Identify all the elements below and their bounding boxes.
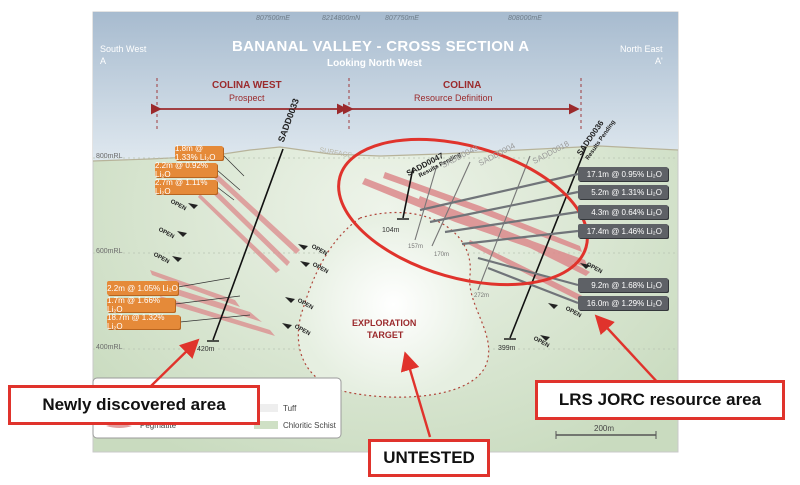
page-subtitle: Looking North West	[327, 58, 422, 69]
legend-pegmatite-label: Pegmatite	[140, 421, 177, 430]
scale-bar	[555, 431, 657, 439]
depth-label: 399m	[498, 345, 516, 352]
exploration-target-line2: TARGET	[367, 330, 404, 340]
legend-schist-swatch	[254, 421, 278, 429]
exploration-target-zone	[297, 211, 490, 398]
rl-label-600: 600mRL	[96, 248, 123, 255]
legend-tuff-label: Tuff	[283, 404, 297, 413]
pegmatite-west	[150, 172, 300, 336]
callout-untested-text: UNTESTED	[383, 448, 475, 467]
depth-label: 157m	[408, 244, 424, 250]
depth-label: 104m	[382, 227, 400, 234]
intercept-west: 18.7m @ 1.32% Li₂O	[107, 313, 180, 331]
callout-arrows	[149, 314, 661, 438]
east-ray-lines	[419, 172, 579, 305]
intercept-west: 1.8m @ 1.33% Li₂O	[175, 144, 223, 162]
intercept-east: 17.4m @ 1.46% Li₂O	[578, 224, 668, 238]
callout-newly-text: Newly discovered area	[42, 395, 226, 414]
callout-lrs-text: LRS JORC resource area	[558, 390, 762, 409]
rl-label-800: 800mRL	[96, 153, 123, 160]
intercept-east: 16.0m @ 1.29% Li₂O	[578, 296, 668, 310]
open-arrows	[172, 203, 590, 341]
intercept-east: 5.2m @ 1.31% Li₂O	[578, 185, 668, 199]
drillholes	[212, 146, 587, 341]
callout-lrs-jorc: LRS JORC resource area	[535, 380, 785, 420]
intercept-east: 4.3m @ 0.64% Li₂O	[578, 205, 668, 219]
sky	[93, 12, 678, 161]
direction-left-letter: A	[100, 56, 107, 66]
scale-label: 200m	[594, 424, 615, 433]
section-west-name: COLINA WEST	[212, 80, 282, 91]
direction-right: North East	[620, 44, 663, 54]
jorc-ellipse	[337, 137, 589, 287]
legend-schist-label: Chloritic Schist	[283, 421, 336, 430]
depth-label: 420m	[197, 346, 215, 353]
page-title: BANANAL VALLEY - CROSS SECTION A	[232, 38, 530, 55]
callout-newly-discovered: Newly discovered area	[8, 385, 260, 425]
legend-pegmatite-swatch	[106, 424, 132, 428]
rl-label-400: 400mRL	[96, 344, 123, 351]
easting-1: 807500mE	[256, 15, 290, 22]
direction-right-letter: A'	[655, 56, 663, 66]
easting-3: 808000mE	[508, 15, 542, 22]
section-west-sub: Prospect	[229, 93, 265, 103]
intercept-west: 1.7m @ 1.66% Li₂O	[107, 296, 175, 314]
intercept-west: 2.2m @ 1.05% Li₂O	[107, 281, 178, 295]
section-east-name: COLINA	[443, 80, 482, 91]
exploration-target-line1: EXPLORATION	[352, 318, 417, 328]
section-east-sub: Resource Definition	[414, 93, 493, 103]
pegmatite-east	[362, 172, 600, 309]
depth-label: 170m	[434, 252, 450, 258]
depth-label: 272m	[474, 293, 490, 299]
intercept-east: 9.2m @ 1.68% Li₂O	[578, 278, 668, 292]
northing-1: 8214800mN	[322, 15, 361, 22]
legend-tuff-swatch	[254, 404, 278, 412]
intercept-east: 17.1m @ 0.95% Li₂O	[578, 167, 668, 181]
hole-ends	[207, 218, 516, 342]
intercept-west: 2.2m @ 0.92% Li₂O	[155, 161, 217, 179]
easting-2: 807750mE	[385, 15, 419, 22]
callout-untested: UNTESTED	[368, 439, 490, 477]
intercept-west: 2.7m @ 1.11% Li₂O	[155, 178, 217, 196]
direction-left: South West	[100, 44, 147, 54]
